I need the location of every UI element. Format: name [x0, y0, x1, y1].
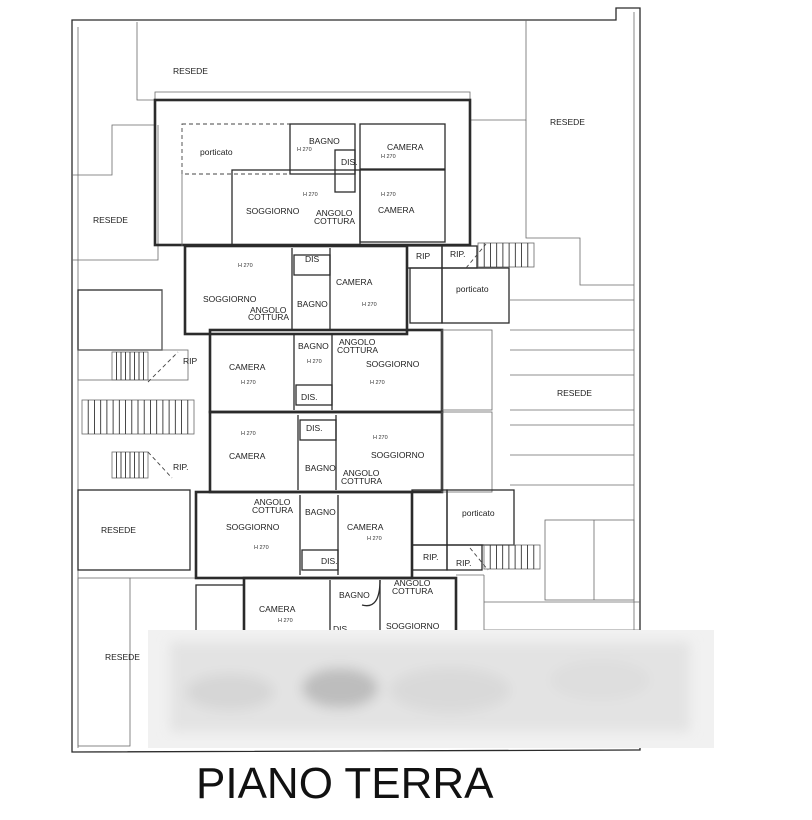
label-dis-4: DIS. — [306, 423, 323, 433]
label-angolo-1: ANGOLO — [316, 208, 353, 218]
height-tag: H 270 — [254, 545, 269, 551]
label-bagno-2: BAGNO — [297, 299, 328, 309]
label-camera-6: CAMERA — [259, 604, 296, 614]
label-resede-right-mid: RESEDE — [557, 388, 592, 398]
label-camera-2: CAMERA — [336, 277, 373, 287]
label-rip-4: RIP. — [173, 462, 188, 472]
stairs-right-upper — [477, 242, 535, 268]
height-tag: H 270 — [373, 435, 388, 441]
height-tag: H 270 — [241, 431, 256, 437]
label-soggiorno-2: SOGGIORNO — [203, 294, 257, 304]
label-soggiorno-5: SOGGIORNO — [226, 522, 280, 532]
label-dis-6: DIS. — [333, 624, 350, 634]
label-bagno-3: BAGNO — [298, 341, 329, 351]
label-cottura-2: COTTURA — [248, 312, 289, 322]
label-porticato-right: porticato — [456, 284, 489, 294]
label-soggiorno-3: SOGGIORNO — [366, 359, 420, 369]
label-angolo-4: ANGOLO — [343, 468, 380, 478]
label-resede-top: RESEDE — [173, 66, 208, 76]
label-dis-5: DIS. — [321, 556, 338, 566]
label-rip-2a: RIP — [416, 251, 431, 261]
label-rip-2b: RIP. — [450, 249, 465, 259]
label-camera-1: CAMERA — [387, 142, 424, 152]
height-tag: H 270 — [241, 380, 256, 386]
label-resede-left: RESEDE — [93, 215, 128, 225]
label-rip-3: RIP — [183, 356, 198, 366]
unit-2 — [183, 244, 510, 336]
label-porticato-lower: porticato — [462, 508, 495, 518]
height-tag: H 270 — [307, 359, 322, 365]
label-camera-5: CAMERA — [347, 522, 384, 532]
height-tag: H 270 — [381, 154, 396, 160]
height-tag: H 270 — [370, 380, 385, 386]
drawing-title: PIANO TERRA — [196, 759, 494, 808]
right-side-blocks — [484, 299, 640, 631]
redacted-area — [148, 630, 714, 748]
label-porticato-top: porticato — [200, 147, 233, 157]
label-cottura-4: COTTURA — [341, 476, 382, 486]
height-tag: H 270 — [297, 147, 312, 153]
label-angolo-5: ANGOLO — [254, 497, 291, 507]
label-rip-5a: RIP. — [423, 552, 438, 562]
label-soggiorno-4: SOGGIORNO — [371, 450, 425, 460]
label-soggiorno-6: SOGGIORNO — [386, 621, 440, 631]
label-angolo-6: ANGOLO — [394, 578, 431, 588]
label-rip-5b: RIP. — [456, 558, 471, 568]
label-cottura-6: COTTURA — [392, 586, 433, 596]
height-tag: H 270 — [278, 618, 293, 624]
left-side-blocks — [77, 289, 196, 747]
label-dis-2: DIS — [305, 254, 320, 264]
label-bagno-5: BAGNO — [305, 507, 336, 517]
label-resede-bottom: RESEDE — [105, 652, 140, 662]
unit-3 — [208, 328, 493, 414]
height-tag: H 270 — [381, 192, 396, 198]
label-bagno-6: BAGNO — [339, 590, 370, 600]
label-cottura-1: COTTURA — [314, 216, 355, 226]
label-bagno-1: BAGNO — [309, 136, 340, 146]
height-tag: H 270 — [303, 192, 318, 198]
height-tags: H 270 H 270 H 270 H 270 H 270 H 270 H 27… — [238, 147, 396, 624]
diagonal-markers — [147, 243, 489, 571]
label-angolo-2: ANGOLO — [250, 305, 287, 315]
stairs-right-lower — [483, 544, 541, 570]
height-tag: H 270 — [367, 536, 382, 542]
label-cottura-3: COTTURA — [337, 345, 378, 355]
label-resede-right: RESEDE — [550, 117, 585, 127]
room-labels: RESEDE RESEDE RESEDE RESEDE RESEDE RESED… — [93, 66, 592, 662]
label-cottura-5: COTTURA — [252, 505, 293, 515]
label-resede-left-low: RESEDE — [101, 525, 136, 535]
label-camera-1b: CAMERA — [378, 205, 415, 215]
site-boundary — [71, 7, 641, 753]
stairs-left-main — [81, 399, 195, 435]
height-tag: H 270 — [362, 302, 377, 308]
stairs-left-upper — [111, 351, 149, 381]
label-dis-1: DIS. — [341, 157, 358, 167]
stairs-left-lower — [111, 451, 149, 479]
height-tag: H 270 — [238, 263, 253, 269]
label-dis-3: DIS. — [301, 392, 318, 402]
unit-top — [153, 98, 472, 247]
label-camera-3: CAMERA — [229, 362, 266, 372]
label-angolo-3: ANGOLO — [339, 337, 376, 347]
label-soggiorno-1: SOGGIORNO — [246, 206, 300, 216]
label-bagno-4: BAGNO — [305, 463, 336, 473]
label-camera-4: CAMERA — [229, 451, 266, 461]
